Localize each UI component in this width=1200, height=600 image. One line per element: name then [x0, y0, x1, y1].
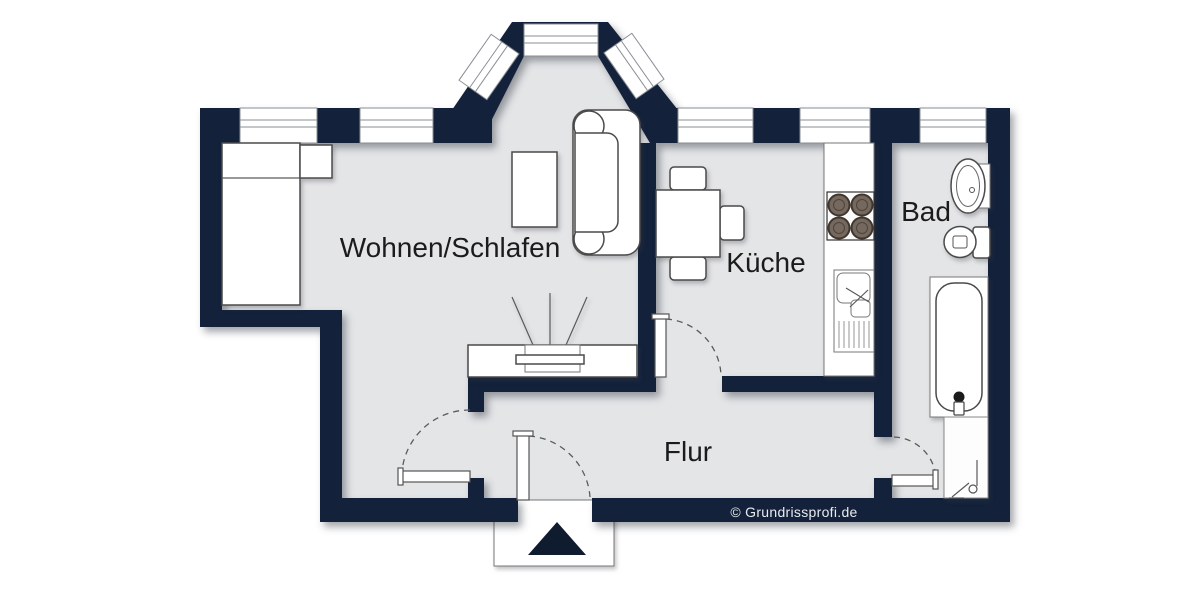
drainer-lines: [838, 321, 870, 348]
tv-screen: [515, 354, 585, 365]
window-bath: [919, 107, 987, 144]
stove: [826, 191, 875, 241]
side-table: [511, 151, 558, 228]
windows: [239, 23, 987, 144]
room-label-kitchen: Küche: [726, 247, 805, 278]
wall-west: [200, 108, 222, 320]
window-living-1: [239, 107, 318, 144]
dining-table: [655, 189, 721, 258]
door-bath: [891, 436, 939, 490]
tv-signal-line: [511, 296, 534, 346]
shower-head-icon: [968, 484, 978, 494]
burner-icon: [850, 193, 874, 217]
kitchen-sink: [833, 269, 875, 353]
wall-living-door-stub-top: [468, 376, 484, 412]
door-entrance-end-tick: [512, 430, 534, 437]
wall-southwest-step: [200, 310, 342, 327]
wall-bath-west: [874, 143, 892, 437]
burner-icon: [827, 216, 851, 240]
wall-east: [988, 108, 1010, 522]
chair: [719, 205, 745, 241]
apartment-floor: [205, 28, 1005, 520]
room-label-living: Wohnen/Schlafen: [340, 232, 561, 263]
window-kitchen-1: [677, 107, 754, 144]
burner-icon: [827, 193, 851, 217]
wall-bath-door-stub: [874, 478, 892, 500]
door-bath-end-tick: [932, 469, 939, 490]
washbasin: [950, 158, 991, 214]
watermark: © Grundrissprofi.de: [730, 504, 857, 520]
tv-signal-line: [565, 296, 588, 346]
entrance-arrow-icon: [528, 522, 586, 555]
wall-south-left: [320, 498, 518, 522]
room-label-bath: Bad: [901, 196, 951, 227]
room-label-hall: Flur: [664, 436, 712, 467]
sofa: [572, 109, 641, 256]
room-labels: Wohnen/Schlafen Küche Bad Flur: [340, 196, 951, 467]
wall-living-south: [468, 376, 656, 392]
window-living-2: [359, 107, 434, 144]
chair: [669, 256, 707, 281]
burner-icon: [850, 216, 874, 240]
tub-faucet-icon: [953, 391, 965, 403]
toilet: [943, 225, 991, 259]
door-living: [397, 409, 471, 486]
window-kitchen-2: [799, 107, 871, 144]
wall-kitchen-south: [722, 376, 892, 392]
faucet-icon: [845, 287, 870, 303]
wall-west-lower: [320, 310, 342, 522]
window-bay-left: [458, 33, 520, 101]
door-kitchen: [651, 313, 722, 378]
chair: [669, 166, 707, 191]
wall-living-kitchen: [638, 143, 656, 392]
bathtub: [929, 276, 989, 418]
door-entrance: [512, 430, 591, 501]
bed: [221, 142, 301, 306]
shower: [943, 416, 989, 499]
wall-south-right: [592, 498, 1010, 522]
tv-sideboard: [467, 293, 638, 378]
door-kitchen-end-tick: [651, 313, 670, 320]
wall-living-door-stub-bottom: [468, 478, 484, 500]
nightstand: [299, 144, 333, 179]
window-bay-right: [603, 32, 665, 100]
door-living-end-tick: [397, 467, 404, 486]
doors: [397, 313, 939, 501]
faucet-icon: [849, 289, 869, 308]
furniture: [221, 109, 991, 499]
window-bay-top: [523, 23, 599, 57]
